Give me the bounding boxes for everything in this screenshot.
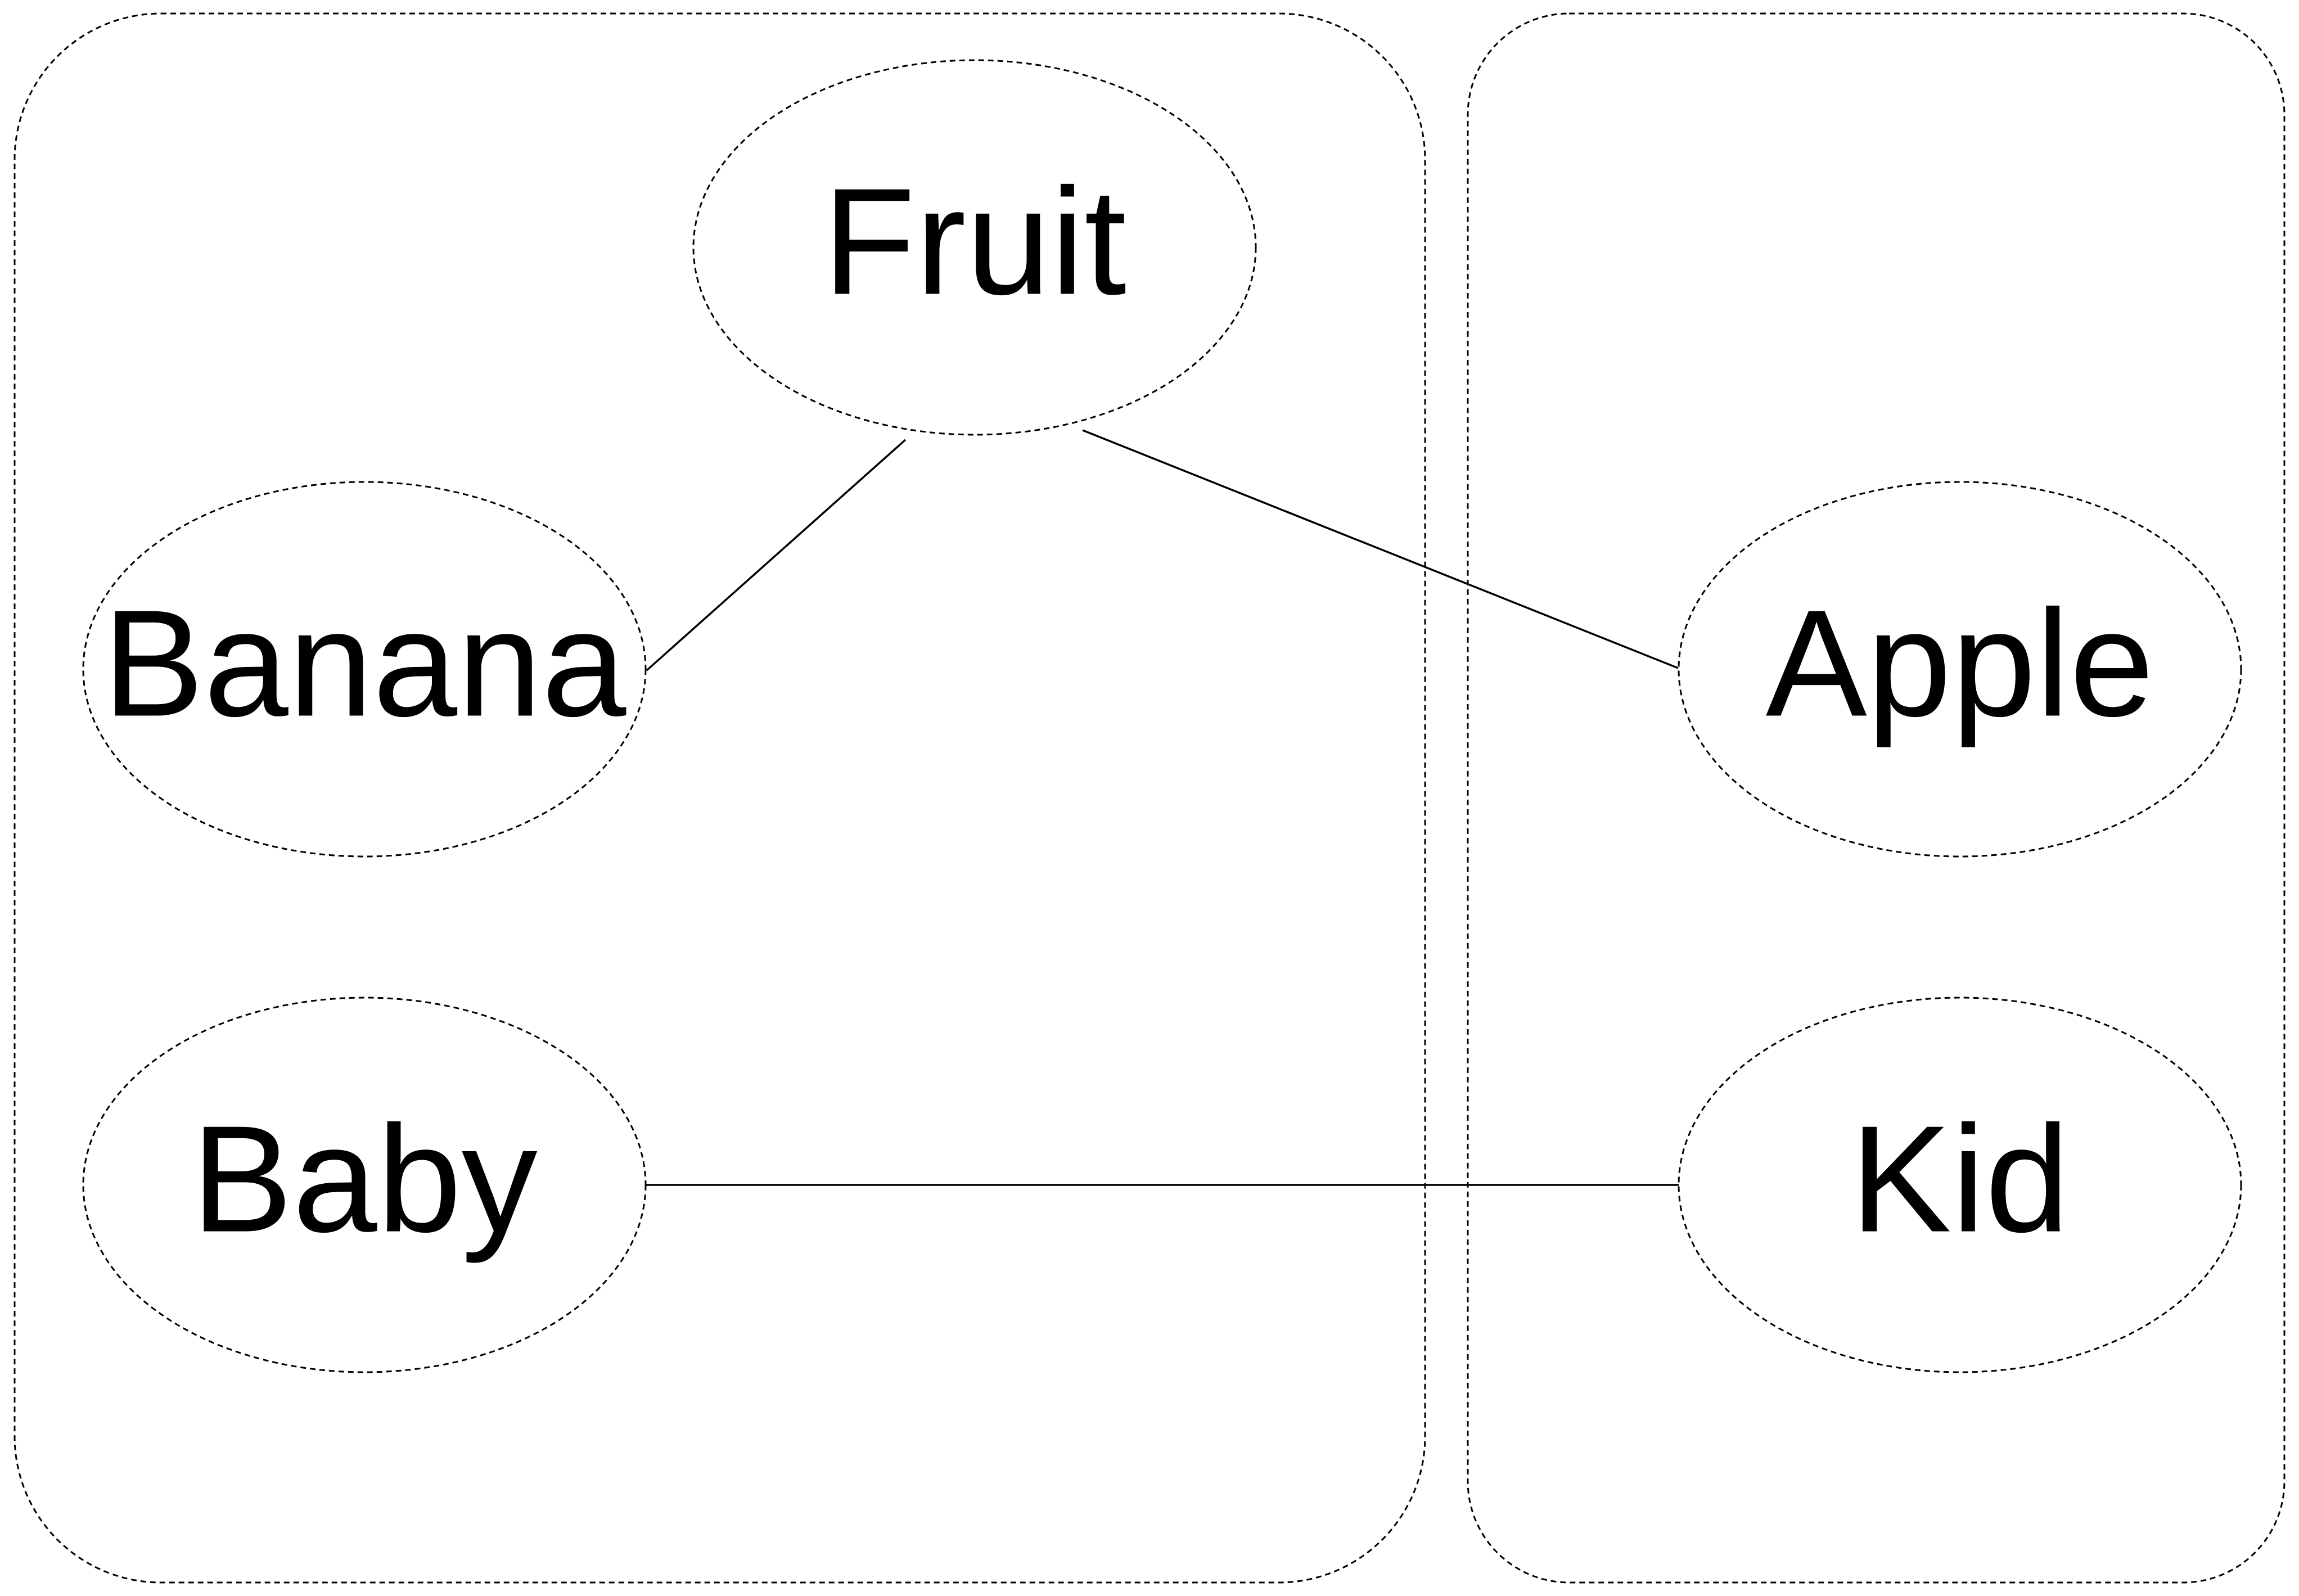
node-apple-label: Apple [1766, 579, 2154, 749]
node-banana-shape [82, 481, 647, 858]
group-frame-right [1467, 12, 2286, 1584]
node-baby-shape [82, 997, 647, 1373]
node-banana-label: Banana [103, 579, 628, 749]
node-fruit-label: Fruit [823, 157, 1127, 327]
node-fruit[interactable]: Fruit [692, 59, 1257, 436]
node-apple[interactable]: Apple [1678, 481, 2242, 858]
node-kid-label: Kid [1850, 1095, 2070, 1264]
node-fruit-shape [692, 59, 1257, 436]
node-kid[interactable]: Kid [1678, 997, 2242, 1373]
group-frame-left [13, 12, 1426, 1584]
node-baby-label: Baby [191, 1095, 537, 1265]
node-baby[interactable]: Baby [82, 997, 647, 1373]
node-kid-shape [1678, 997, 2242, 1373]
edge-fruit-apple [1082, 429, 1679, 669]
edge-fruit-banana [646, 439, 907, 671]
node-apple-shape [1678, 481, 2242, 858]
node-banana[interactable]: Banana [82, 481, 647, 858]
